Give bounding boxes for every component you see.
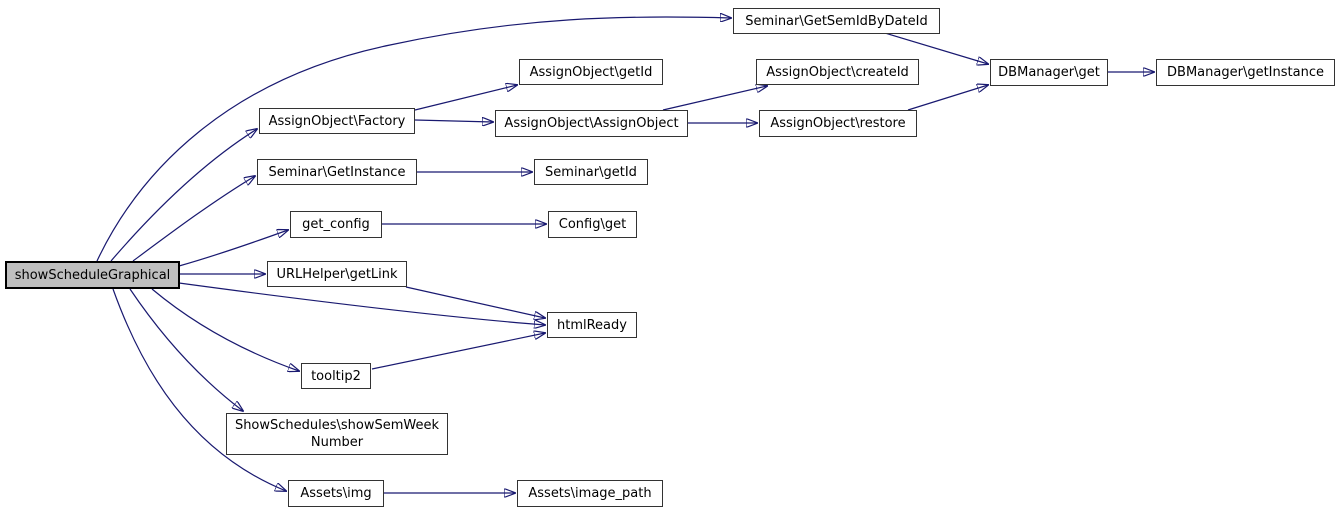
node-dbmanager-getinstance[interactable]: DBManager\getInstance <box>1156 59 1335 86</box>
node-assignobject-restore[interactable]: AssignObject\restore <box>759 110 917 137</box>
node-get-config[interactable]: get_config <box>290 211 382 238</box>
node-assignobject-assignobject[interactable]: AssignObject\AssignObject <box>495 110 688 137</box>
edge-n0-n1 <box>96 17 731 262</box>
node-label: Assets\image_path <box>528 486 652 501</box>
node-label: showScheduleGraphical <box>14 267 171 283</box>
node-seminar-getsemidbydateid[interactable]: Seminar\GetSemIdByDateId <box>733 8 940 34</box>
node-label: Seminar\getId <box>545 164 637 180</box>
node-label: Seminar\GetSemIdByDateId <box>745 13 928 29</box>
edge-n0-n16 <box>129 288 243 411</box>
node-label: AssignObject\restore <box>770 116 906 131</box>
node-label: Seminar\GetInstance <box>268 164 406 180</box>
edge-n6-n2 <box>414 85 517 111</box>
edge-n0-n6 <box>110 129 257 262</box>
edge-n0-n17 <box>112 288 286 491</box>
node-label: htmlReady <box>557 317 627 333</box>
node-assets-img[interactable]: Assets\img <box>288 480 384 507</box>
node-label: URLHelper\getLink <box>276 266 398 282</box>
node-label: DBManager\getInstance <box>1167 65 1324 80</box>
edge-n0-n15 <box>151 288 299 371</box>
edge-n13-n14 <box>405 286 545 318</box>
node-config-get[interactable]: Config\get <box>548 211 637 238</box>
node-label: Config\get <box>558 217 627 232</box>
node-tooltip2[interactable]: tooltip2 <box>301 363 371 389</box>
node-label: DBManager\get <box>998 65 1100 80</box>
node-show-schedule-graphical: showScheduleGraphical <box>5 261 180 289</box>
edge-n0-n11 <box>178 230 288 267</box>
node-assignobject-factory[interactable]: AssignObject\Factory <box>259 108 415 134</box>
node-showschedules-showsemweeknumber[interactable]: ShowSchedules\showSemWeek Number <box>226 413 448 455</box>
edge-n6-n7 <box>414 120 493 122</box>
node-assignobject-getid[interactable]: AssignObject\getId <box>519 59 663 85</box>
node-seminar-getid[interactable]: Seminar\getId <box>534 159 648 185</box>
node-htmlready[interactable]: htmlReady <box>547 312 637 338</box>
node-label: AssignObject\AssignObject <box>504 116 679 131</box>
node-dbmanager-get[interactable]: DBManager\get <box>990 59 1108 86</box>
edge-n7-n3 <box>662 86 767 111</box>
node-label: AssignObject\Factory <box>268 113 406 129</box>
node-label: get_config <box>302 217 370 232</box>
node-assignobject-createid[interactable]: AssignObject\createId <box>756 59 919 85</box>
edge-n15-n14 <box>371 333 545 370</box>
node-assets-image-path[interactable]: Assets\image_path <box>517 480 663 507</box>
edge-n8-n4 <box>907 85 988 111</box>
edge-n0-n9 <box>132 176 255 262</box>
node-label: tooltip2 <box>311 368 361 384</box>
edge-n1-n4 <box>884 32 988 64</box>
node-label: Assets\img <box>300 486 372 501</box>
node-label: AssignObject\getId <box>529 64 653 80</box>
node-label: AssignObject\createId <box>766 64 909 80</box>
node-seminar-getinstance[interactable]: Seminar\GetInstance <box>257 159 417 185</box>
edge-n0-n14 <box>178 282 545 325</box>
node-urlhelper-getlink[interactable]: URLHelper\getLink <box>267 261 407 287</box>
node-label: ShowSchedules\showSemWeek Number <box>234 418 440 450</box>
